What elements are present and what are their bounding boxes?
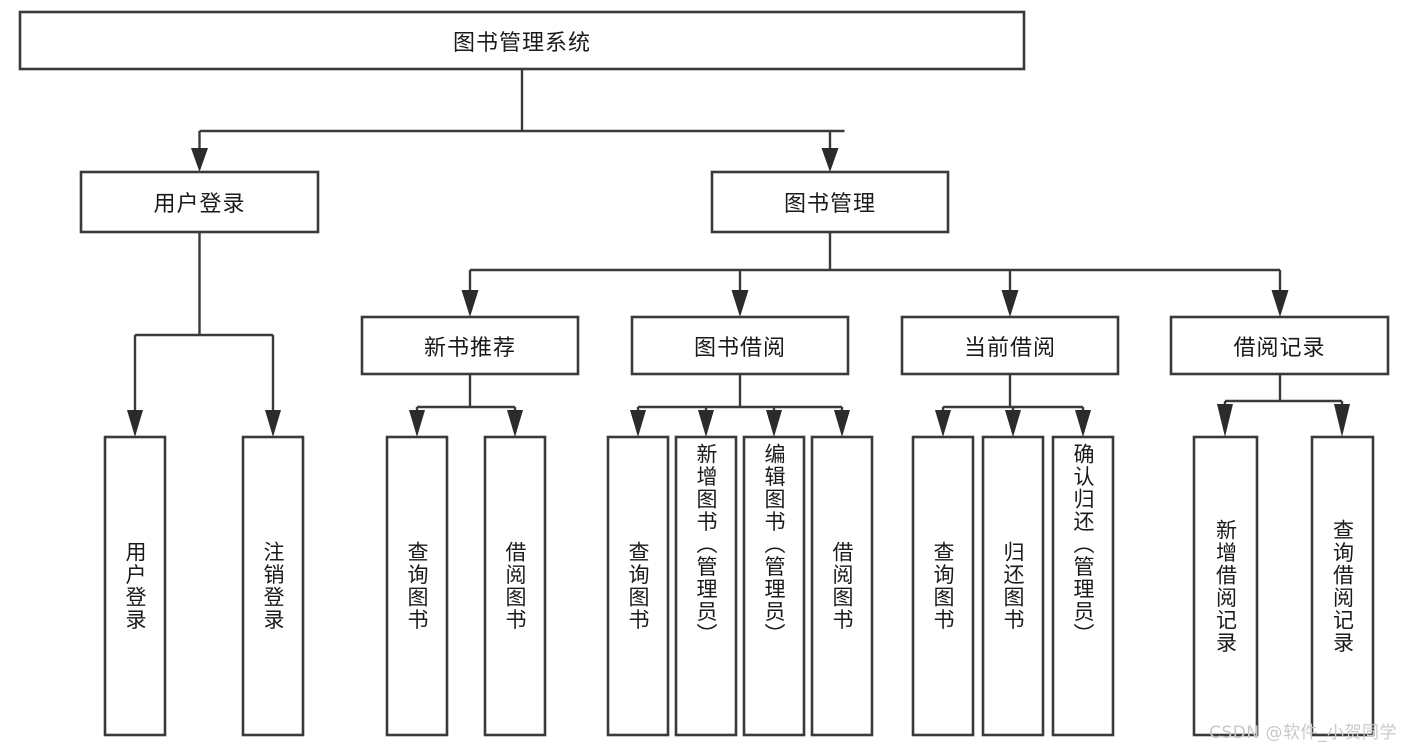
leaf-box-return-book[interactable] <box>981 435 1045 737</box>
arrowhead-icon <box>821 148 839 172</box>
leaf-box-add-book[interactable] <box>674 435 738 737</box>
node-box-new-book-rec[interactable] <box>360 315 580 376</box>
node-box-current-borrow[interactable] <box>900 315 1120 376</box>
node-box-user-login[interactable] <box>79 170 320 234</box>
node-box-book-manage[interactable] <box>710 170 950 234</box>
arrowhead-icon <box>1005 410 1021 437</box>
leaf-box-query-record[interactable] <box>1310 435 1375 737</box>
connector-group-book-borrow <box>630 374 850 437</box>
connector-group-borrow-record <box>1217 374 1350 437</box>
arrowhead-icon <box>1271 290 1289 317</box>
arrowhead-icon <box>507 410 523 437</box>
arrowhead-icon <box>409 410 425 437</box>
connector-group-new-book-rec <box>409 374 523 437</box>
leaf-box-query-book-cb[interactable] <box>911 435 975 737</box>
connector-group-root <box>191 69 845 172</box>
arrowhead-icon <box>265 410 281 437</box>
arrowhead-icon <box>834 410 850 437</box>
arrowhead-icon <box>935 410 951 437</box>
arrowhead-icon <box>461 290 479 317</box>
leaf-box-query-book-br[interactable] <box>606 435 670 737</box>
leaf-box-borrow-book-br[interactable] <box>810 435 874 737</box>
arrowhead-icon <box>731 290 749 317</box>
leaf-box-edit-book[interactable] <box>742 435 806 737</box>
arrowhead-icon <box>1217 404 1233 437</box>
connector-group-book-manage <box>461 232 1289 317</box>
leaf-box-confirm-return[interactable] <box>1051 435 1115 737</box>
arrowhead-icon <box>698 410 714 437</box>
leaf-box-borrow-book-rec[interactable] <box>483 435 547 737</box>
connector-group-user-login <box>127 232 281 437</box>
node-box-root[interactable] <box>18 10 1026 71</box>
connector-group-current-borrow <box>935 374 1091 437</box>
arrowhead-icon <box>1075 410 1091 437</box>
node-box-borrow-record[interactable] <box>1169 315 1390 376</box>
arrowhead-icon <box>1334 404 1350 437</box>
leaf-box-logout[interactable] <box>241 435 305 737</box>
arrowhead-icon <box>191 148 208 172</box>
arrowhead-icon <box>630 410 646 437</box>
arrowhead-icon <box>766 410 782 437</box>
leaf-box-user-login[interactable] <box>103 435 167 737</box>
leaf-box-add-record[interactable] <box>1192 435 1259 737</box>
arrowhead-icon <box>127 410 143 437</box>
arrowhead-icon <box>1001 290 1019 317</box>
node-box-book-borrow[interactable] <box>630 315 850 376</box>
leaf-box-query-book-rec[interactable] <box>385 435 449 737</box>
